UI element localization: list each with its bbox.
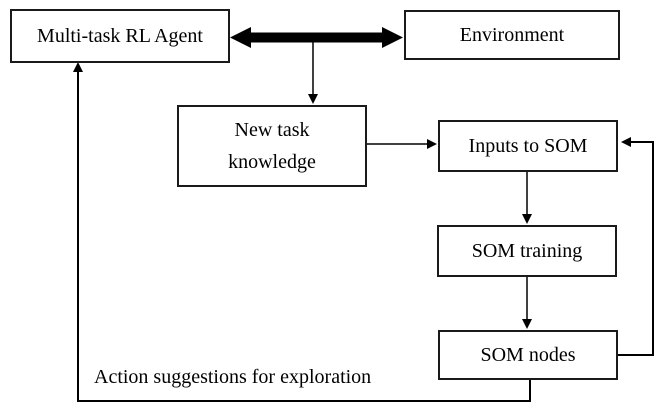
node-som-training: SOM training (437, 225, 617, 277)
node-som-training-label: SOM training (471, 240, 583, 262)
node-multi-task-rl-agent-label: Multi-task RL Agent (37, 25, 203, 47)
node-new-task-knowledge-label: New task knowledge (228, 119, 316, 173)
node-multi-task-rl-agent: Multi-task RL Agent (10, 9, 230, 63)
edge-link-to-new-task-knowledge (308, 40, 318, 104)
node-inputs-to-som: Inputs to SOM (438, 120, 618, 172)
edge-som-nodes-to-agent-feedback (73, 62, 531, 402)
edge-new-task-knowledge-to-inputs (367, 139, 437, 149)
node-environment-label: Environment (459, 24, 565, 46)
action-suggestions-label: Action suggestions for exploration (94, 366, 372, 388)
edge-agent-environment-thick-arrow (230, 27, 403, 48)
node-som-nodes: SOM nodes (438, 330, 618, 380)
node-new-task-knowledge: New task knowledge (177, 105, 367, 187)
node-som-nodes-label: SOM nodes (480, 344, 576, 366)
edge-som-training-to-som-nodes (522, 277, 532, 329)
node-inputs-to-som-label: Inputs to SOM (468, 135, 588, 157)
edge-som-nodes-to-inputs-feedback (618, 137, 654, 356)
edge-inputs-to-som-training (522, 172, 532, 224)
node-environment: Environment (404, 10, 620, 60)
